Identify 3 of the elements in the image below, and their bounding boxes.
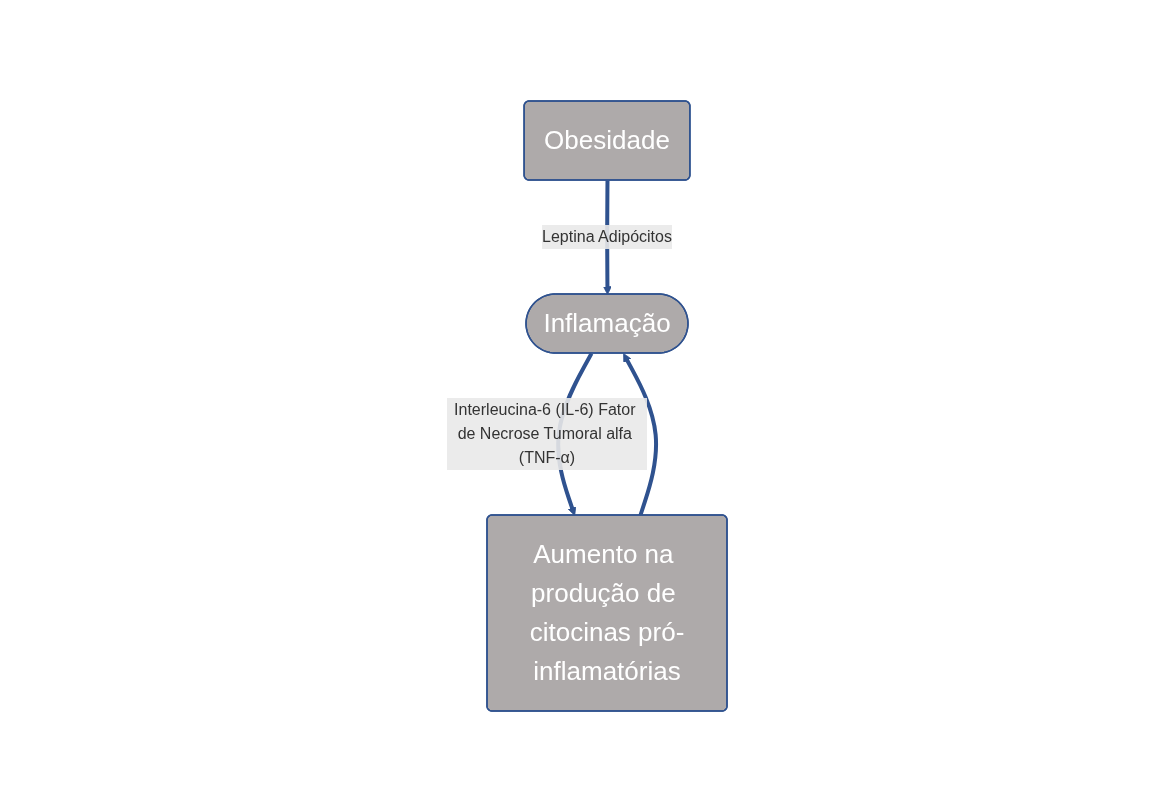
edge-label: Interleucina-6 (IL-6) Fator de Necrose Tumoral alfa (TNF-α)	[454, 401, 636, 466]
arrow	[623, 353, 658, 517]
edge-label: Leptina Adipócitos	[542, 228, 672, 245]
